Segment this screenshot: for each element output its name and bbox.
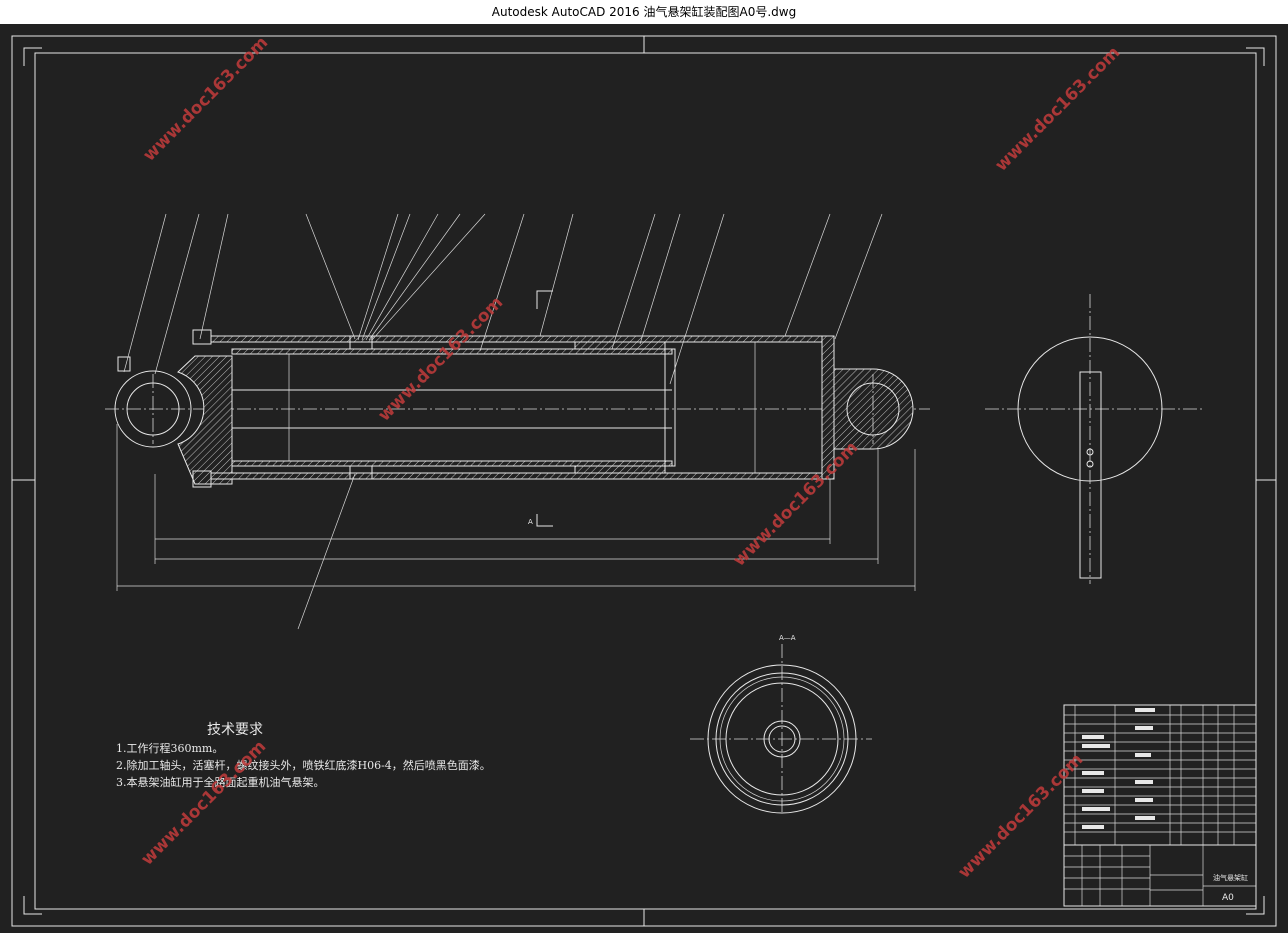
inner-border xyxy=(34,52,1257,910)
technical-notes: 技术要求 1.工作行程360mm。 2.除加工轴头，活塞杆，螺纹接头外，喷铁红底… xyxy=(116,722,491,789)
cad-drawing[interactable]: A xyxy=(0,24,1288,933)
watermark-4: www.doc163.com xyxy=(729,438,862,571)
note-line-2: 2.除加工轴头，活塞杆，螺纹接头外，喷铁红底漆H06-4，然后喷黑色面漆。 xyxy=(116,758,491,772)
section-arrow-top xyxy=(536,290,553,309)
section-a-a-view: A—A xyxy=(690,634,872,814)
corner-marks xyxy=(12,36,1276,926)
barrel-bottom-wall xyxy=(210,472,832,480)
section-arrow-bottom xyxy=(536,514,553,527)
watermarks: www.doc163.com www.doc163.com www.doc163… xyxy=(137,33,1124,883)
cylinder-side-view xyxy=(985,294,1205,584)
grease-nipple xyxy=(117,356,131,372)
sheet-size: A0 xyxy=(1222,893,1234,903)
section-a-a-label: A—A xyxy=(779,634,796,642)
note-line-1: 1.工作行程360mm。 xyxy=(116,742,223,755)
barrel-top-wall xyxy=(210,335,832,343)
watermark-2: www.doc163.com xyxy=(991,43,1124,176)
parts-list xyxy=(1063,704,1257,846)
title-block: 油气悬架缸 A0 xyxy=(1063,844,1257,907)
part-leader-lines xyxy=(123,213,883,630)
watermark-5: www.doc163.com xyxy=(137,737,270,870)
drawing-canvas[interactable]: A xyxy=(0,24,1288,933)
window-title: Autodesk AutoCAD 2016 油气悬架缸装配图A0号.dwg xyxy=(491,5,797,19)
window-title-bar: Autodesk AutoCAD 2016 油气悬架缸装配图A0号.dwg xyxy=(0,0,1288,24)
notes-heading: 技术要求 xyxy=(207,722,263,738)
note-line-3: 3.本悬架油缸用于全路面起重机油气悬架。 xyxy=(116,775,325,789)
dimension-lines xyxy=(116,424,916,591)
watermark-3: www.doc163.com xyxy=(374,293,507,426)
watermark-6: www.doc163.com xyxy=(954,750,1087,883)
side-view-lug xyxy=(1079,371,1102,579)
cylinder-main-view: A xyxy=(105,213,930,630)
right-eye-section xyxy=(833,368,914,450)
left-head-section xyxy=(177,355,233,485)
drawing-name: 油气悬架缸 xyxy=(1213,873,1248,882)
section-marker-label: A xyxy=(528,518,533,526)
